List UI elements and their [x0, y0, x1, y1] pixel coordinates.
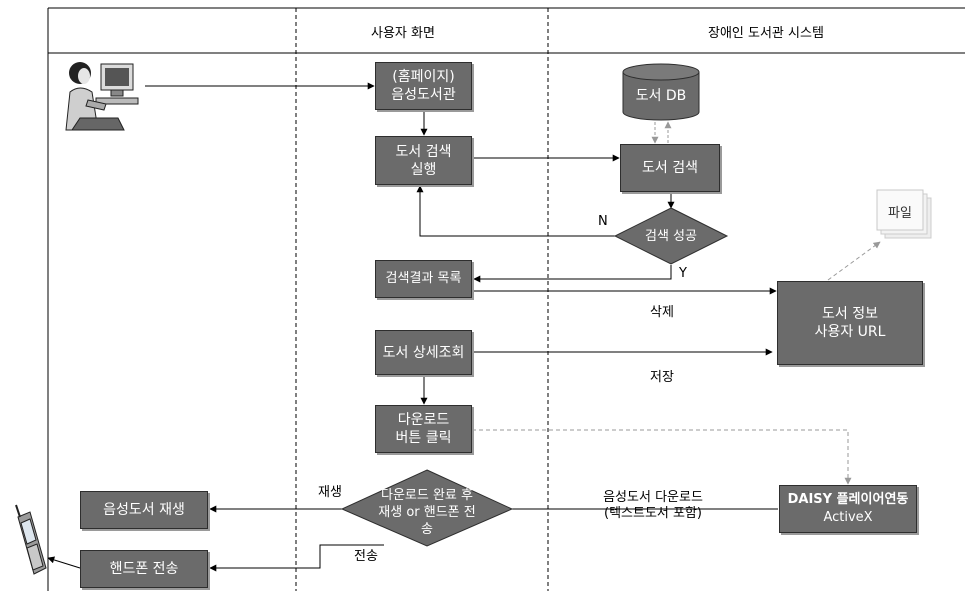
database-cylinder-icon	[622, 63, 700, 121]
label-save: 저장	[650, 370, 674, 385]
edge-transfer-phone	[47, 556, 81, 569]
node-book-db: 도서 DB	[635, 87, 687, 104]
label-transfer: 전송	[354, 549, 378, 564]
edge-done-transfer	[209, 544, 384, 572]
node-result-list: 검색결과 목록	[375, 260, 472, 298]
node-book-info: 도서 정보 사용자 URL	[777, 281, 923, 365]
node-search-success: 검색 성공	[645, 228, 697, 244]
mobile-phone-icon	[15, 504, 47, 575]
label-no: N	[598, 214, 608, 229]
node-daisy-activex: DAISY 플레이어연동 ActiveX	[779, 485, 917, 533]
activex-label: ActiveX	[823, 510, 873, 525]
node-book-detail: 도서 상세조회	[375, 330, 472, 375]
decision-search-success-shape	[613, 207, 729, 265]
label-audio-download: 음성도서 다운로드 (텍스트도서 포함)	[603, 490, 703, 521]
decision-download-done-shape	[340, 469, 514, 547]
node-homepage: (홈페이지) 음성도서관	[375, 62, 472, 110]
lane-header-user-screen: 사용자 화면	[371, 26, 435, 41]
node-download-click: 다운로드 버튼 클릭	[375, 405, 472, 453]
edge-decision-no	[416, 185, 615, 237]
node-play-audio: 음성도서 재생	[80, 491, 208, 529]
daisy-label: DAISY 플레이어연동	[787, 492, 909, 507]
file-stack-icon	[876, 189, 932, 239]
lane-header-library-system: 장애인 도서관 시스템	[708, 26, 824, 41]
node-book-search-run: 도서 검색 실행	[375, 136, 472, 185]
node-phone-transfer: 핸드폰 전송	[80, 550, 208, 588]
file-label: 파일	[888, 206, 912, 221]
label-delete: 삭제	[650, 305, 674, 320]
label-play: 재생	[318, 485, 342, 500]
node-download-done: 다운로드 완료 후 재생 or 핸드폰 전 송	[378, 487, 476, 537]
edge-decision-yes	[473, 265, 672, 283]
node-book-search: 도서 검색	[620, 144, 720, 192]
edge-bookinfo-file	[827, 241, 881, 281]
label-yes: Y	[679, 266, 687, 281]
edge-download-daisy	[472, 429, 852, 485]
user-at-computer-icon	[65, 62, 139, 131]
